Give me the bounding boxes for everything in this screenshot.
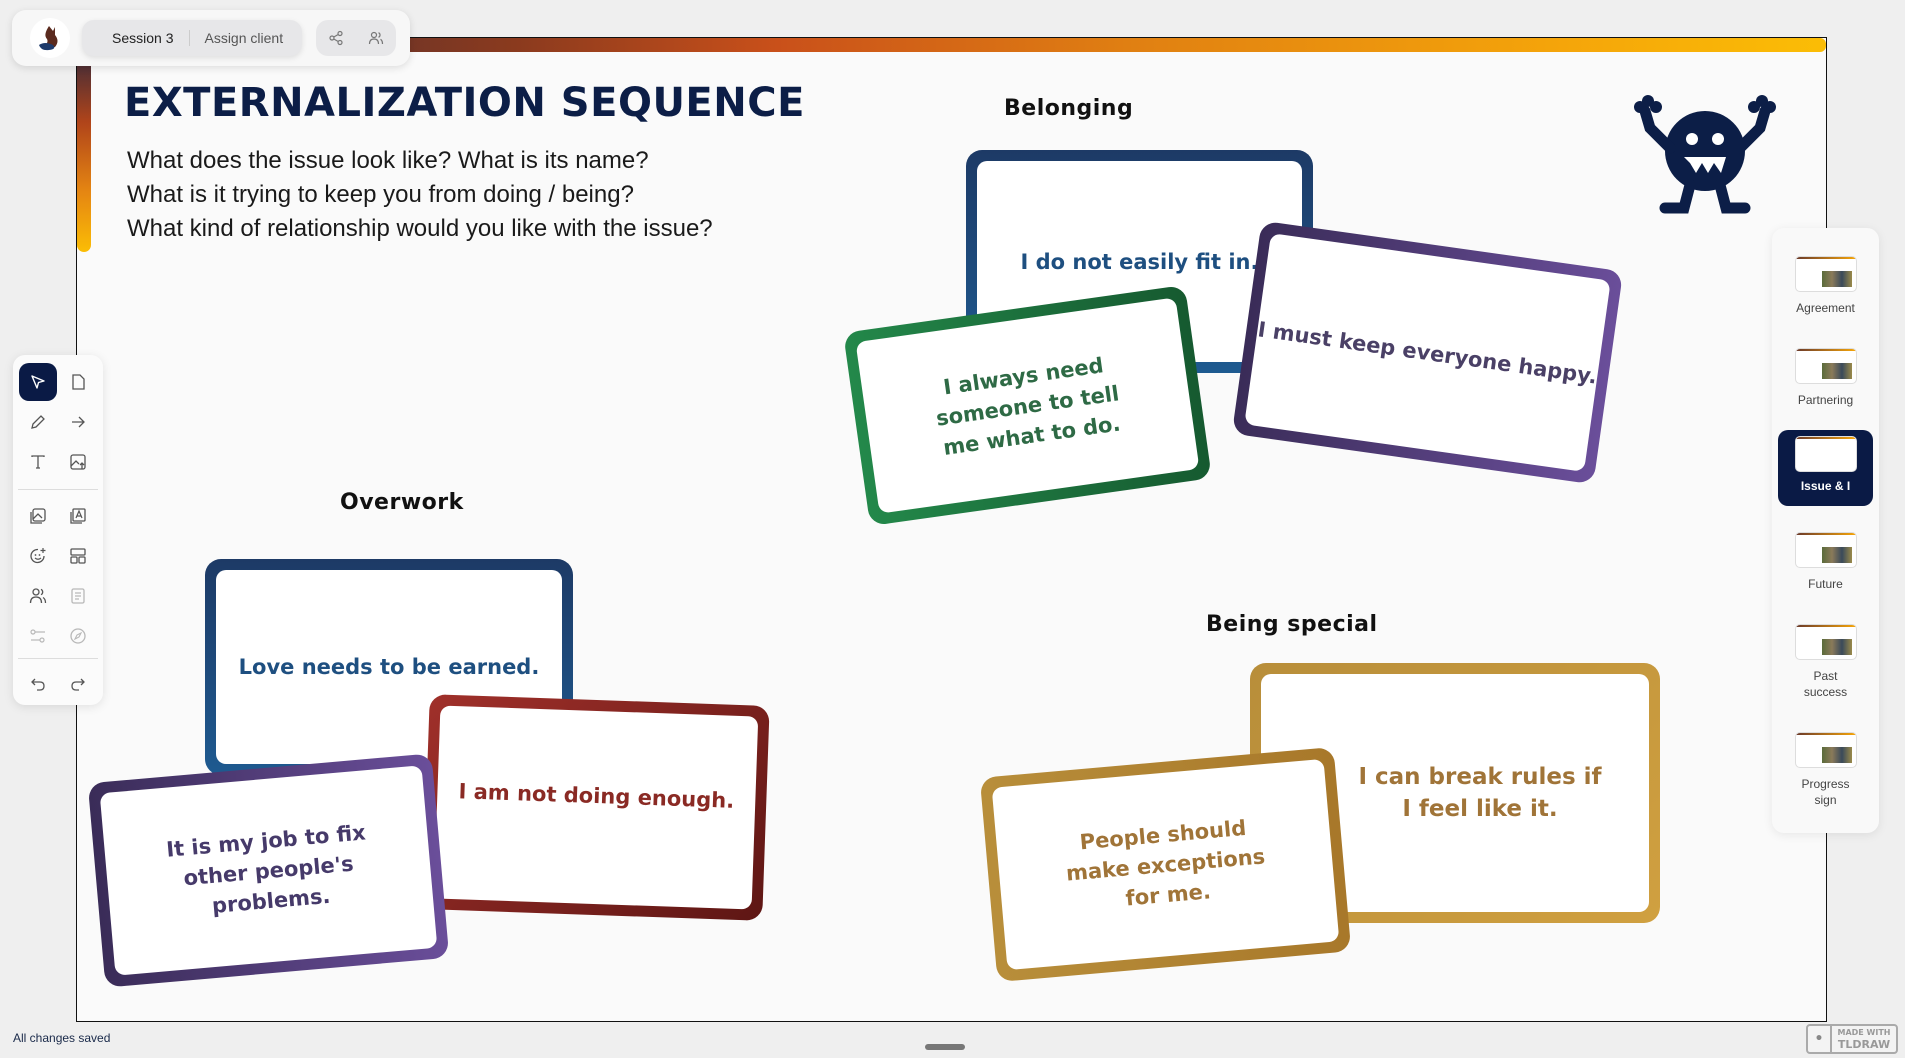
card-text: I must keep everyone happy. — [1244, 233, 1611, 472]
page-label: Past success — [1803, 669, 1848, 699]
image-upload-icon — [70, 454, 86, 470]
accent-bar-left — [77, 52, 91, 252]
group-label-overwork: Overwork — [340, 490, 464, 515]
emoji-add-icon — [30, 548, 46, 564]
users-icon — [29, 588, 47, 604]
emoji-tool[interactable] — [19, 537, 57, 575]
page-thumbnail — [1794, 732, 1857, 768]
question-2: What is it trying to keep you from doing… — [127, 181, 634, 208]
cursor-icon — [31, 375, 45, 389]
page-thumbnail — [1794, 348, 1857, 384]
bottom-drag-handle[interactable] — [925, 1044, 965, 1050]
arrow-right-icon — [72, 416, 85, 428]
question-3: What kind of relationship would you like… — [127, 215, 713, 242]
session-title[interactable]: Session 3 — [82, 30, 191, 46]
text-card-icon — [70, 508, 86, 524]
note-tool[interactable] — [59, 363, 97, 401]
page-thumbnail — [1794, 436, 1857, 472]
slide-title: EXTERNALIZATION SEQUENCE — [124, 80, 805, 126]
page-item-future[interactable]: Future — [1778, 526, 1873, 592]
sliders-icon — [30, 629, 45, 643]
images-icon — [30, 508, 46, 524]
text-image-tool[interactable] — [59, 497, 97, 535]
badge-line2: TLDRAW — [1837, 1038, 1891, 1051]
card-text: It is my job to fix other people's probl… — [99, 765, 438, 976]
accent-bar-top — [77, 38, 1826, 52]
page-label: Partnering — [1797, 393, 1854, 407]
session-pill: Session 3 Assign client — [82, 20, 302, 56]
page-item-partnering[interactable]: Partnering — [1778, 342, 1873, 408]
page-item-past-success[interactable]: Past success — [1778, 618, 1873, 700]
image-gallery-tool[interactable] — [19, 497, 57, 535]
monster-icon[interactable] — [1620, 93, 1790, 218]
select-tool[interactable] — [19, 363, 57, 401]
app-logo[interactable] — [30, 18, 70, 58]
redo-icon — [71, 678, 85, 691]
redo-button[interactable] — [59, 665, 97, 703]
page-item-agreement[interactable]: Agreement — [1778, 250, 1873, 316]
save-status: All changes saved — [13, 1031, 111, 1045]
card-text: Love needs to be earned. — [216, 570, 562, 764]
compass-tool[interactable] — [59, 617, 97, 655]
share-icon[interactable] — [328, 30, 344, 46]
users-icon[interactable] — [368, 30, 384, 46]
participants-tool[interactable] — [19, 577, 57, 615]
page-item-progress-sign[interactable]: Progress sign — [1778, 726, 1873, 808]
top-header: Session 3 Assign client — [12, 10, 410, 66]
assign-client-button[interactable]: Assign client — [204, 30, 284, 46]
slide-questions: What does the issue look like? What is i… — [127, 144, 713, 246]
upload-image-tool[interactable] — [59, 443, 97, 481]
card-special-2[interactable]: People should make exceptions for me. — [979, 746, 1352, 983]
text-tool[interactable] — [19, 443, 57, 481]
note-icon — [72, 374, 85, 390]
layout-tool[interactable] — [59, 537, 97, 575]
question-1: What does the issue look like? What is i… — [127, 147, 649, 174]
tldraw-logo-icon: • — [1808, 1026, 1832, 1052]
page-item-issue-and-i[interactable]: Issue & I — [1778, 430, 1873, 506]
badge-line1: MADE WITH — [1837, 1028, 1891, 1037]
page-label: Issue & I — [1800, 479, 1851, 493]
pages-sidebar: Agreement Partnering Issue & I Future Pa… — [1772, 228, 1879, 833]
document-tool[interactable] — [59, 577, 97, 615]
toolbar-divider — [18, 489, 98, 490]
pencil-icon — [31, 415, 45, 429]
page-label: Progress sign — [1801, 777, 1850, 807]
toolbar-divider — [18, 658, 98, 659]
page-label: Future — [1808, 577, 1843, 591]
badge-text: MADE WITH TLDRAW — [1832, 1027, 1896, 1051]
draw-tool[interactable] — [19, 403, 57, 441]
layout-icon — [70, 548, 86, 564]
page-thumbnail — [1794, 256, 1857, 292]
page-label: Agreement — [1796, 301, 1855, 315]
page-thumbnail — [1794, 532, 1857, 568]
group-label-being-special: Being special — [1206, 612, 1378, 637]
card-text: I am not doing enough. — [433, 705, 759, 910]
compass-icon — [70, 628, 86, 644]
actions-pill — [316, 20, 396, 56]
group-label-belonging: Belonging — [1004, 96, 1134, 121]
card-text: People should make exceptions for me. — [991, 758, 1340, 971]
arrow-tool[interactable] — [59, 403, 97, 441]
text-icon — [31, 455, 45, 469]
card-overwork-3[interactable]: It is my job to fix other people's probl… — [87, 753, 450, 988]
card-text: I always need someone to tell me what to… — [855, 297, 1200, 514]
card-text: I can break rules if I feel like it. — [1261, 674, 1649, 912]
document-icon — [71, 588, 85, 604]
made-with-tldraw-badge[interactable]: • MADE WITH TLDRAW — [1806, 1024, 1898, 1054]
undo-icon — [31, 678, 45, 691]
fox-logo-icon — [39, 26, 58, 51]
undo-button[interactable] — [19, 665, 57, 703]
card-overwork-2[interactable]: I am not doing enough. — [422, 694, 770, 921]
tool-palette — [13, 355, 103, 705]
settings-tool[interactable] — [19, 617, 57, 655]
page-thumbnail — [1794, 624, 1857, 660]
